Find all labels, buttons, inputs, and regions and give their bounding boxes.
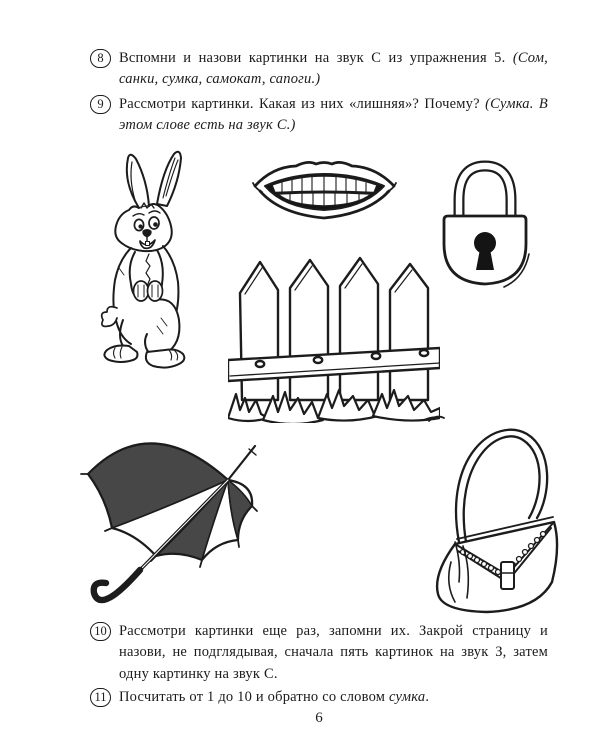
handbag-illustration [425,412,570,617]
exercise-9-answer: (Сумка. В этом слове есть на звук С.) [119,96,548,134]
exercise-9-task: Рассмотри картинки. Какая из них «лишняя… [119,96,480,112]
padlock-illustration [432,148,537,293]
exercise-10-task: Рассмотри картинки еще раз, запомни их. … [119,623,548,682]
umbrella-illustration [78,422,268,607]
exercise-9-number: 9 [90,95,111,114]
exercise-10-number: 10 [90,622,111,641]
exercise-10: 10 Рассмотри картинки еще раз, запомни и… [90,621,548,685]
page-number: 6 [315,710,323,726]
exercise-11-task: Посчитать от 1 до 10 и обратно со словом [119,689,386,705]
exercise-9: 9 Рассмотри картинки. Какая из них «лишн… [90,94,548,137]
exercise-8-text: Вспомни и назови картинки на звук С из у… [119,48,548,91]
exercise-8-number: 8 [90,49,111,68]
exercise-9-text: Рассмотри картинки. Какая из них «лишняя… [119,94,548,137]
exercise-11-word: сумка [388,689,426,705]
exercise-11-text: Посчитать от 1 до 10 и обратно со словом… [119,687,548,708]
mouth-teeth-illustration [252,155,397,225]
exercise-8: 8 Вспомни и назови картинки на звук С из… [90,48,548,91]
exercise-8-task: Вспомни и назови картинки на звук С из у… [119,50,506,66]
exercise-10-text: Рассмотри картинки еще раз, запомни их. … [119,621,548,685]
exercise-11-number: 11 [90,688,111,707]
exercise-11: 11 Посчитать от 1 до 10 и обратно со сло… [90,687,548,708]
fence-illustration [228,248,440,423]
hare-illustration [95,148,220,373]
exercise-8-answer: (Сом, санки, сумка, самокат, сапоги.) [119,50,548,88]
exercise-11-period: . [425,689,430,705]
